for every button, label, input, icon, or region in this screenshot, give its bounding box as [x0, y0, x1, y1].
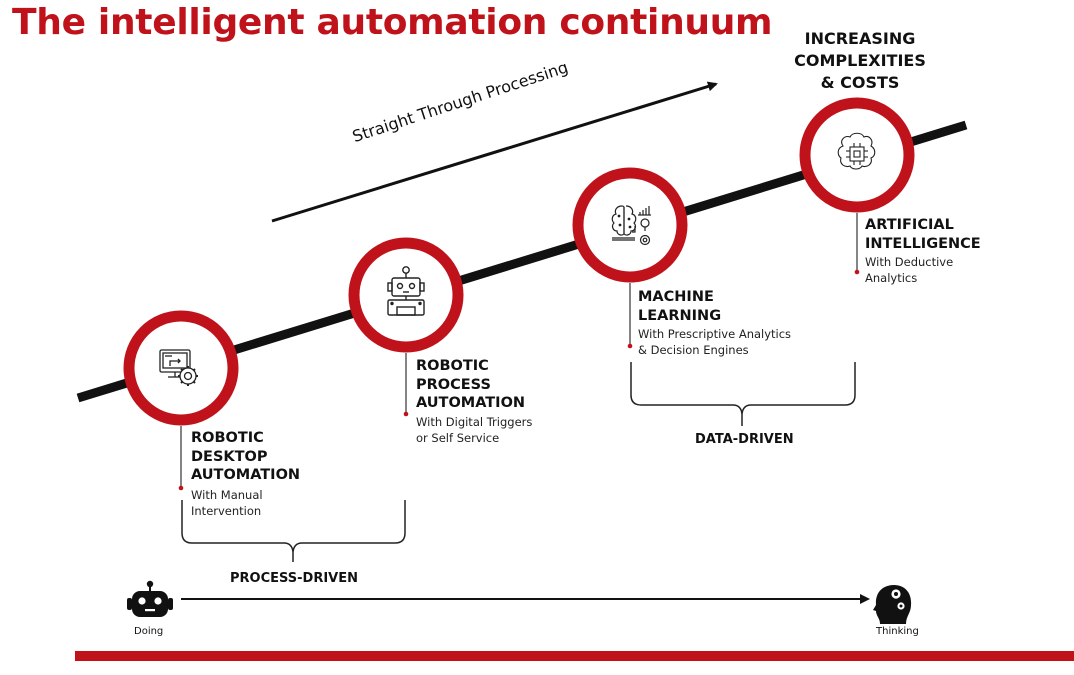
step-sub-line: Intervention [191, 504, 262, 518]
step-title-line: AUTOMATION [191, 467, 301, 483]
thinking-label: Thinking [876, 626, 919, 637]
stp-arrow [271, 81, 718, 223]
rda-subtitle: With Manual Intervention [191, 487, 263, 519]
process-driven-brace [181, 500, 406, 562]
head-gears-icon [873, 585, 912, 624]
footer-accent-bar [75, 651, 1074, 661]
data-driven-label: DATA-DRIVEN [695, 432, 794, 447]
process-driven-label: PROCESS-DRIVEN [230, 571, 359, 586]
step-title-line: AUTOMATION [416, 395, 526, 411]
step-circle-rpa [348, 237, 464, 353]
step-sub-line: & Decision Engines [638, 343, 749, 357]
brain-analytics-icon [611, 205, 651, 246]
rpa-subtitle: With Digital Triggers or Self Service [416, 414, 532, 446]
desktop-gear-icon [159, 349, 198, 386]
ml-title: MACHINE LEARNING [638, 288, 721, 325]
step-circle-ml [572, 167, 688, 283]
step-title-line: ROBOTIC [416, 358, 489, 374]
step-title-line: INTELLIGENCE [865, 235, 981, 252]
corner-label-line: & COSTS [820, 73, 900, 92]
data-driven-brace [630, 362, 856, 426]
ml-subtitle: With Prescriptive Analytics & Decision E… [638, 326, 791, 358]
step-sub-line: With Prescriptive Analytics [638, 327, 792, 341]
corner-label-line: COMPLEXITIES [794, 51, 926, 70]
robot-filled-icon [127, 580, 173, 617]
step-title-line: DESKTOP [191, 448, 268, 465]
rda-title: ROBOTIC DESKTOP AUTOMATION [191, 429, 300, 485]
step-circle-ai [799, 97, 915, 213]
step-title-line: PROCESS [416, 376, 491, 393]
ai-title: ARTIFICIAL INTELLIGENCE [865, 216, 981, 253]
rpa-title: ROBOTIC PROCESS AUTOMATION [416, 357, 525, 413]
step-sub-line: or Self Service [416, 431, 500, 445]
step-title-line: MACHINE [638, 289, 714, 305]
step-title-line: ROBOTIC [191, 430, 264, 446]
step-title-line: ARTIFICIAL [865, 217, 954, 233]
page-title: The intelligent automation continuum [12, 2, 773, 43]
step-sub-line: With Deductive [865, 255, 954, 269]
robot-icon [387, 266, 425, 316]
step-connectors [180, 213, 858, 488]
step-sub-line: With Manual [191, 488, 263, 502]
step-sub-line: With Digital Triggers [416, 415, 533, 429]
step-dots [178, 269, 860, 491]
step-title-line: LEARNING [638, 307, 722, 324]
increasing-complexities-label: INCREASING COMPLEXITIES & COSTS [780, 28, 940, 94]
step-sub-line: Analytics [865, 271, 918, 285]
corner-label-line: INCREASING [804, 29, 916, 48]
doing-label: Doing [134, 626, 164, 637]
ai-chip-brain-icon [837, 132, 876, 170]
ai-subtitle: With Deductive Analytics [865, 254, 953, 286]
